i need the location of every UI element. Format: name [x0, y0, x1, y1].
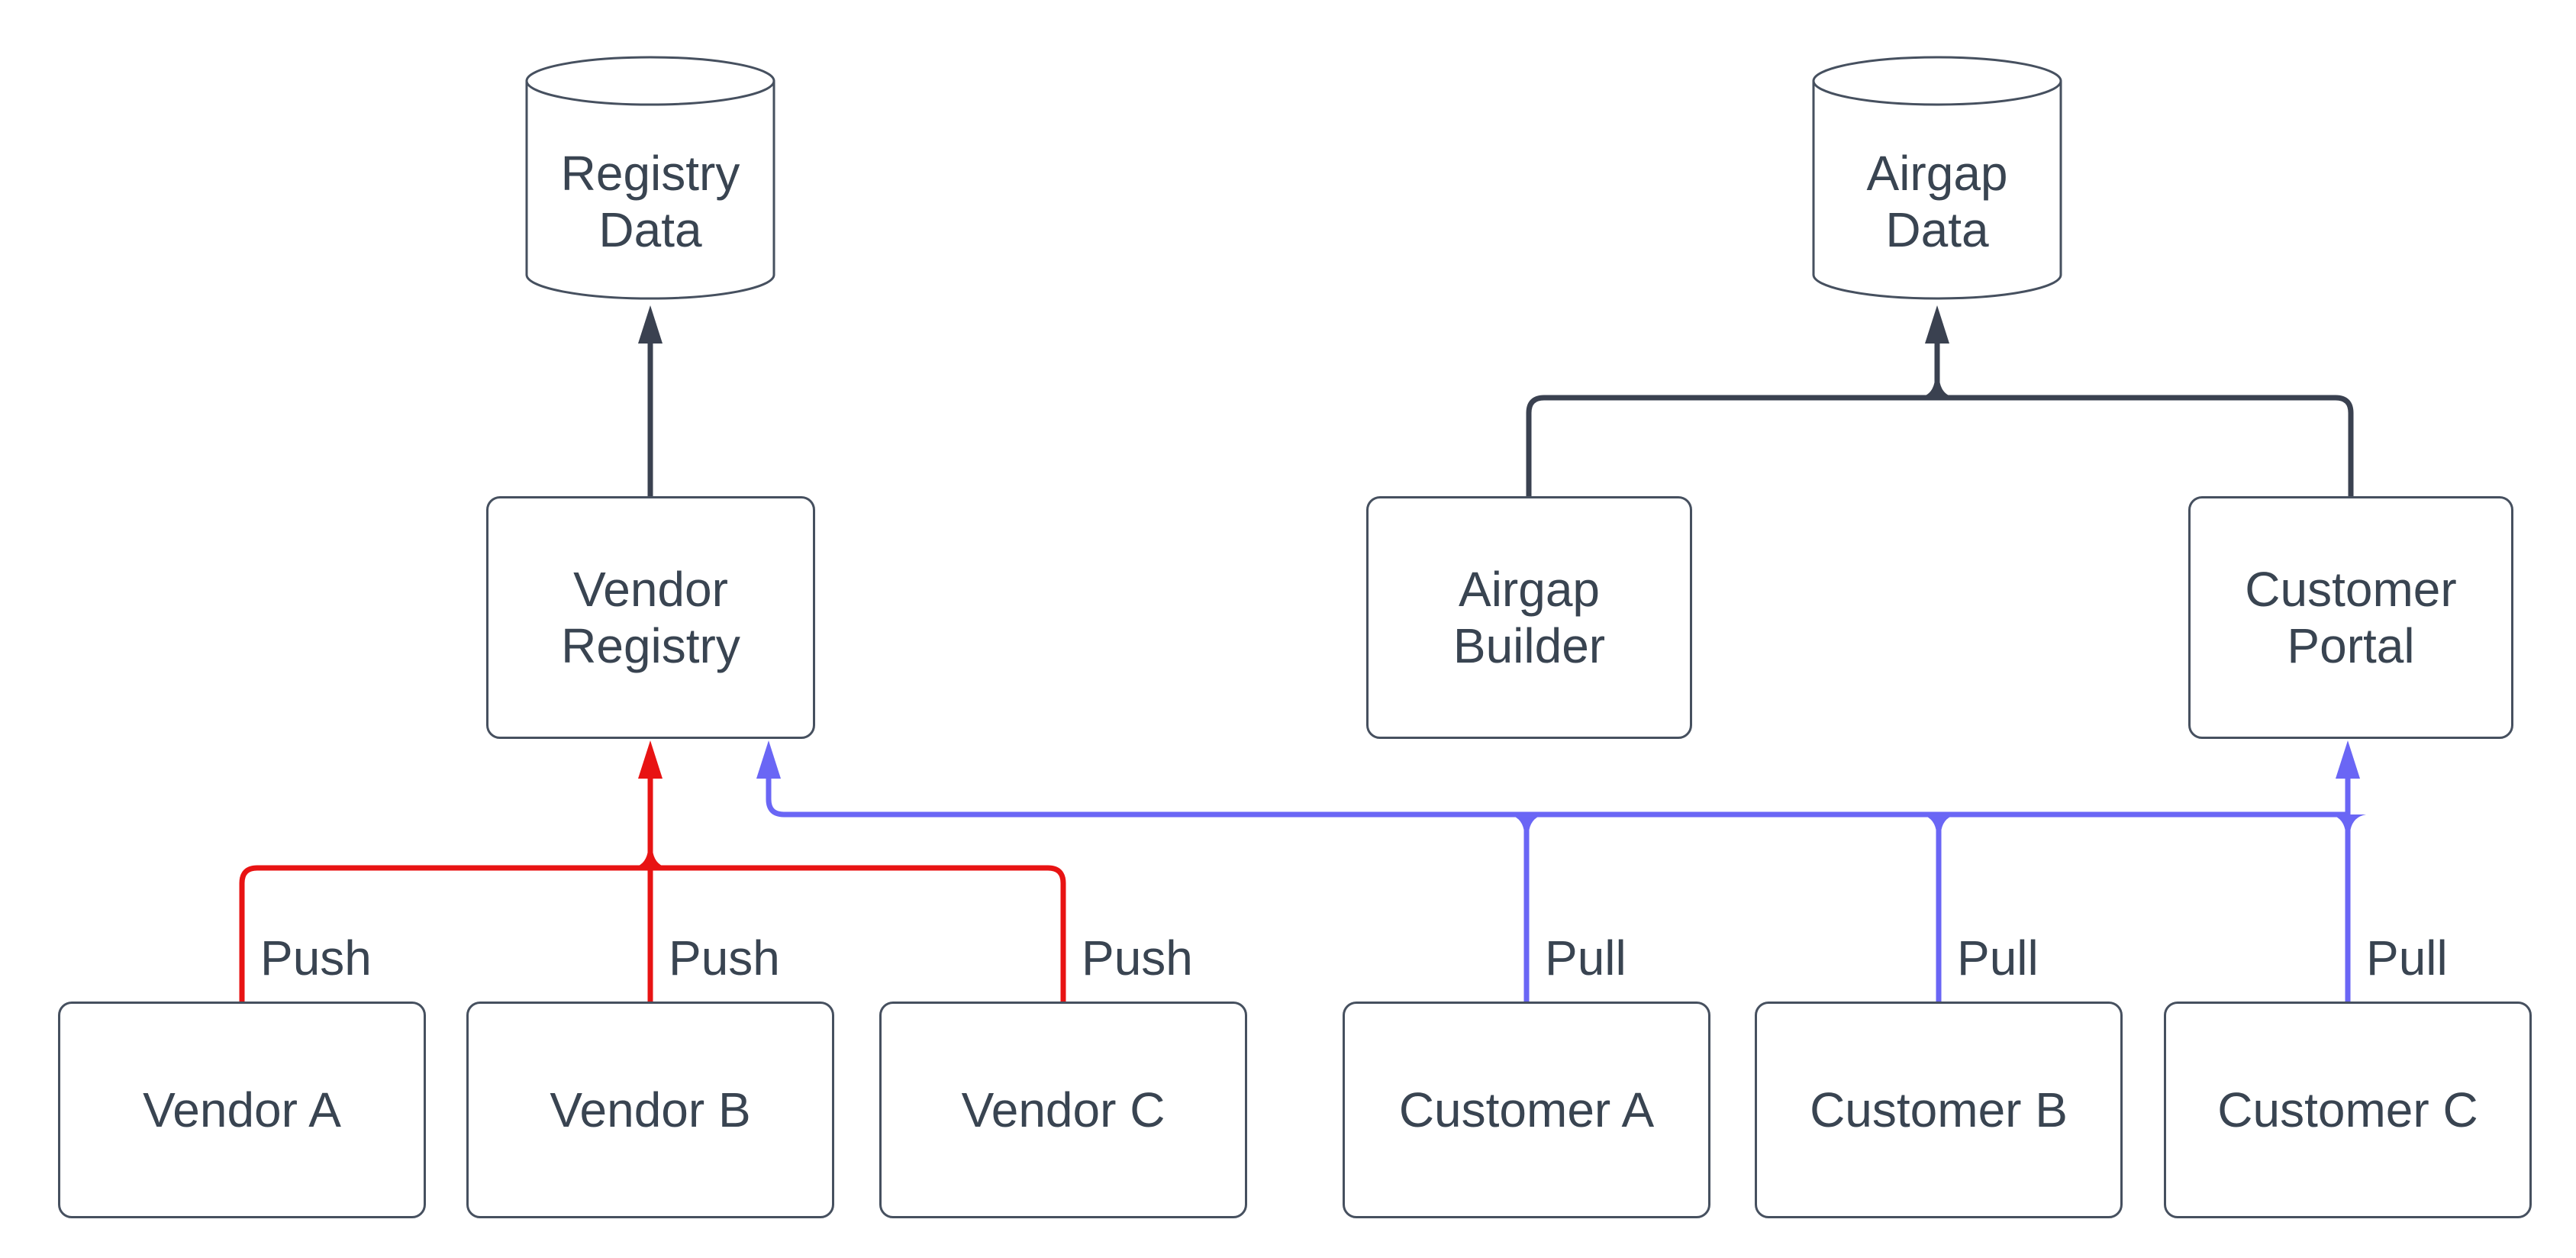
node-vendor-c: Vendor C [879, 1002, 1247, 1218]
junction-flare [2329, 814, 2366, 830]
node-customer-a-label: Customer A [1398, 1082, 1655, 1137]
edge-label-pull-customer-c: Pull [2363, 934, 2451, 982]
node-customer-b: Customer B [1755, 1002, 2123, 1218]
node-customer-a: Customer A [1343, 1002, 1710, 1218]
node-vendor-b: Vendor B [466, 1002, 834, 1218]
junction-flare [1919, 382, 1955, 398]
edge-label-pull-customer-a: Pull [1542, 934, 1630, 982]
node-customer-b-label: Customer B [1810, 1082, 2068, 1137]
node-customer-c-label: Customer C [2217, 1082, 2478, 1137]
junction-flare [1508, 814, 1545, 830]
edge-group-pull [756, 740, 2366, 1002]
arrowhead-into-vendor-registry-pull [756, 740, 781, 779]
cylinder-body [525, 81, 775, 300]
node-airgap-builder-label: Airgap Builder [1452, 562, 1606, 673]
node-vendor-c-label: Vendor C [961, 1082, 1165, 1137]
node-vendor-a: Vendor A [58, 1002, 426, 1218]
edge-group-push [239, 740, 1066, 1002]
node-vendor-a-label: Vendor A [143, 1082, 341, 1137]
edge-label-push-vendor-b: Push [666, 934, 783, 982]
edge-builder-portal-to-airgap-data [1526, 305, 2354, 496]
cylinder-airgap-data-shape [1812, 56, 2062, 300]
arrowhead-into-registry-data [638, 305, 663, 344]
arrowhead-into-vendor-registry-push [638, 740, 663, 779]
junction-flare [632, 853, 669, 868]
edge-label-push-vendor-c: Push [1078, 934, 1196, 982]
node-airgap-builder: Airgap Builder [1366, 496, 1692, 739]
edge-label-push-vendor-a: Push [257, 934, 375, 982]
junction-flare [1920, 814, 1957, 830]
cylinder-top [1812, 56, 2062, 106]
cylinder-registry-data-shape [525, 56, 775, 300]
edge-flow-line [1526, 395, 2354, 496]
node-customer-c: Customer C [2164, 1002, 2532, 1218]
edge-pull-bus [766, 777, 2348, 818]
node-vendor-registry: Vendor Registry [486, 496, 815, 739]
edge-label-pull-customer-b: Pull [1954, 934, 2042, 982]
node-vendor-registry-label: Vendor Registry [561, 562, 740, 673]
node-registry-data-label: Registry Data [560, 146, 740, 257]
cylinder-top [525, 56, 775, 106]
node-customer-portal-label: Customer Portal [2245, 562, 2457, 673]
arrowhead-into-airgap-data [1925, 305, 1949, 344]
node-airgap-data-label: Airgap Data [1866, 146, 2008, 257]
arrowhead-into-customer-portal [2336, 740, 2360, 779]
edge-vendor-registry-to-registry-data [638, 305, 663, 496]
cylinder-body [1812, 81, 2062, 300]
node-vendor-b-label: Vendor B [550, 1082, 751, 1137]
node-customer-portal: Customer Portal [2188, 496, 2513, 739]
